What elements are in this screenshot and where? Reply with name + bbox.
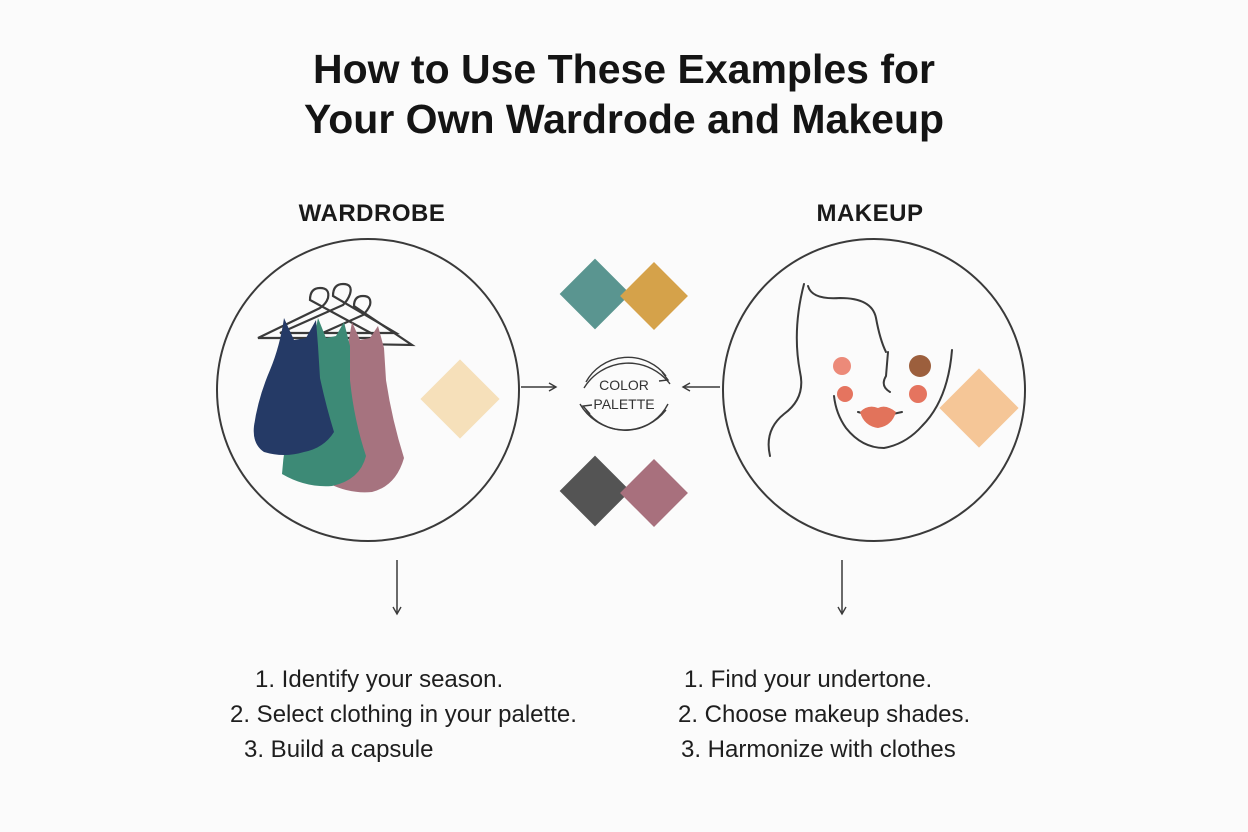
charcoal-swatch: [559, 455, 631, 527]
palette-label-line-1: COLOR: [599, 377, 649, 393]
peach-swatch: [939, 368, 1019, 448]
wardrobe-steps-list: 1. Identify your season. 2. Select cloth…: [230, 662, 650, 767]
wardrobe-step-3: 3. Build a capsule: [244, 736, 434, 763]
page-title: How to Use These Examples for Your Own W…: [0, 44, 1248, 144]
makeup-heading: MAKEUP: [816, 200, 924, 227]
palette-label-line-2: PALETTE: [593, 396, 654, 412]
bronzer-dot: [909, 355, 931, 377]
color-palette-cycle-icon: [579, 356, 671, 431]
coral-dot: [909, 385, 927, 403]
makeup-step-3: 3. Harmonize with clothes: [681, 736, 956, 763]
makeup-circle: [722, 238, 1026, 542]
face-icon: [767, 283, 953, 457]
mustard-swatch: [620, 262, 688, 330]
makeup-steps-list: 1. Find your undertone. 2. Choose makeup…: [678, 662, 1098, 767]
teal-swatch: [559, 258, 631, 330]
rose-swatch: [620, 459, 688, 527]
wardrobe-step-2: 2. Select clothing in your palette.: [230, 701, 577, 728]
beige-swatch: [420, 359, 500, 439]
blush-dot-top: [833, 357, 851, 375]
hanger-icon: [257, 282, 416, 347]
makeup-step-2: 2. Choose makeup shades.: [678, 701, 971, 728]
wardrobe-heading: WARDROBE: [298, 200, 446, 227]
wardrobe-circle: [216, 238, 520, 542]
title-line-1: How to Use These Examples for: [312, 46, 935, 92]
blush-dot-bottom: [837, 386, 853, 402]
lips-icon: [860, 406, 896, 428]
title-line-2: Your Own Wardrode and Makeup: [303, 96, 945, 142]
makeup-step-1: 1. Find your undertone.: [684, 666, 933, 693]
wardrobe-step-1: 1. Identify your season.: [255, 666, 504, 693]
navy-dress-icon: [253, 318, 334, 455]
